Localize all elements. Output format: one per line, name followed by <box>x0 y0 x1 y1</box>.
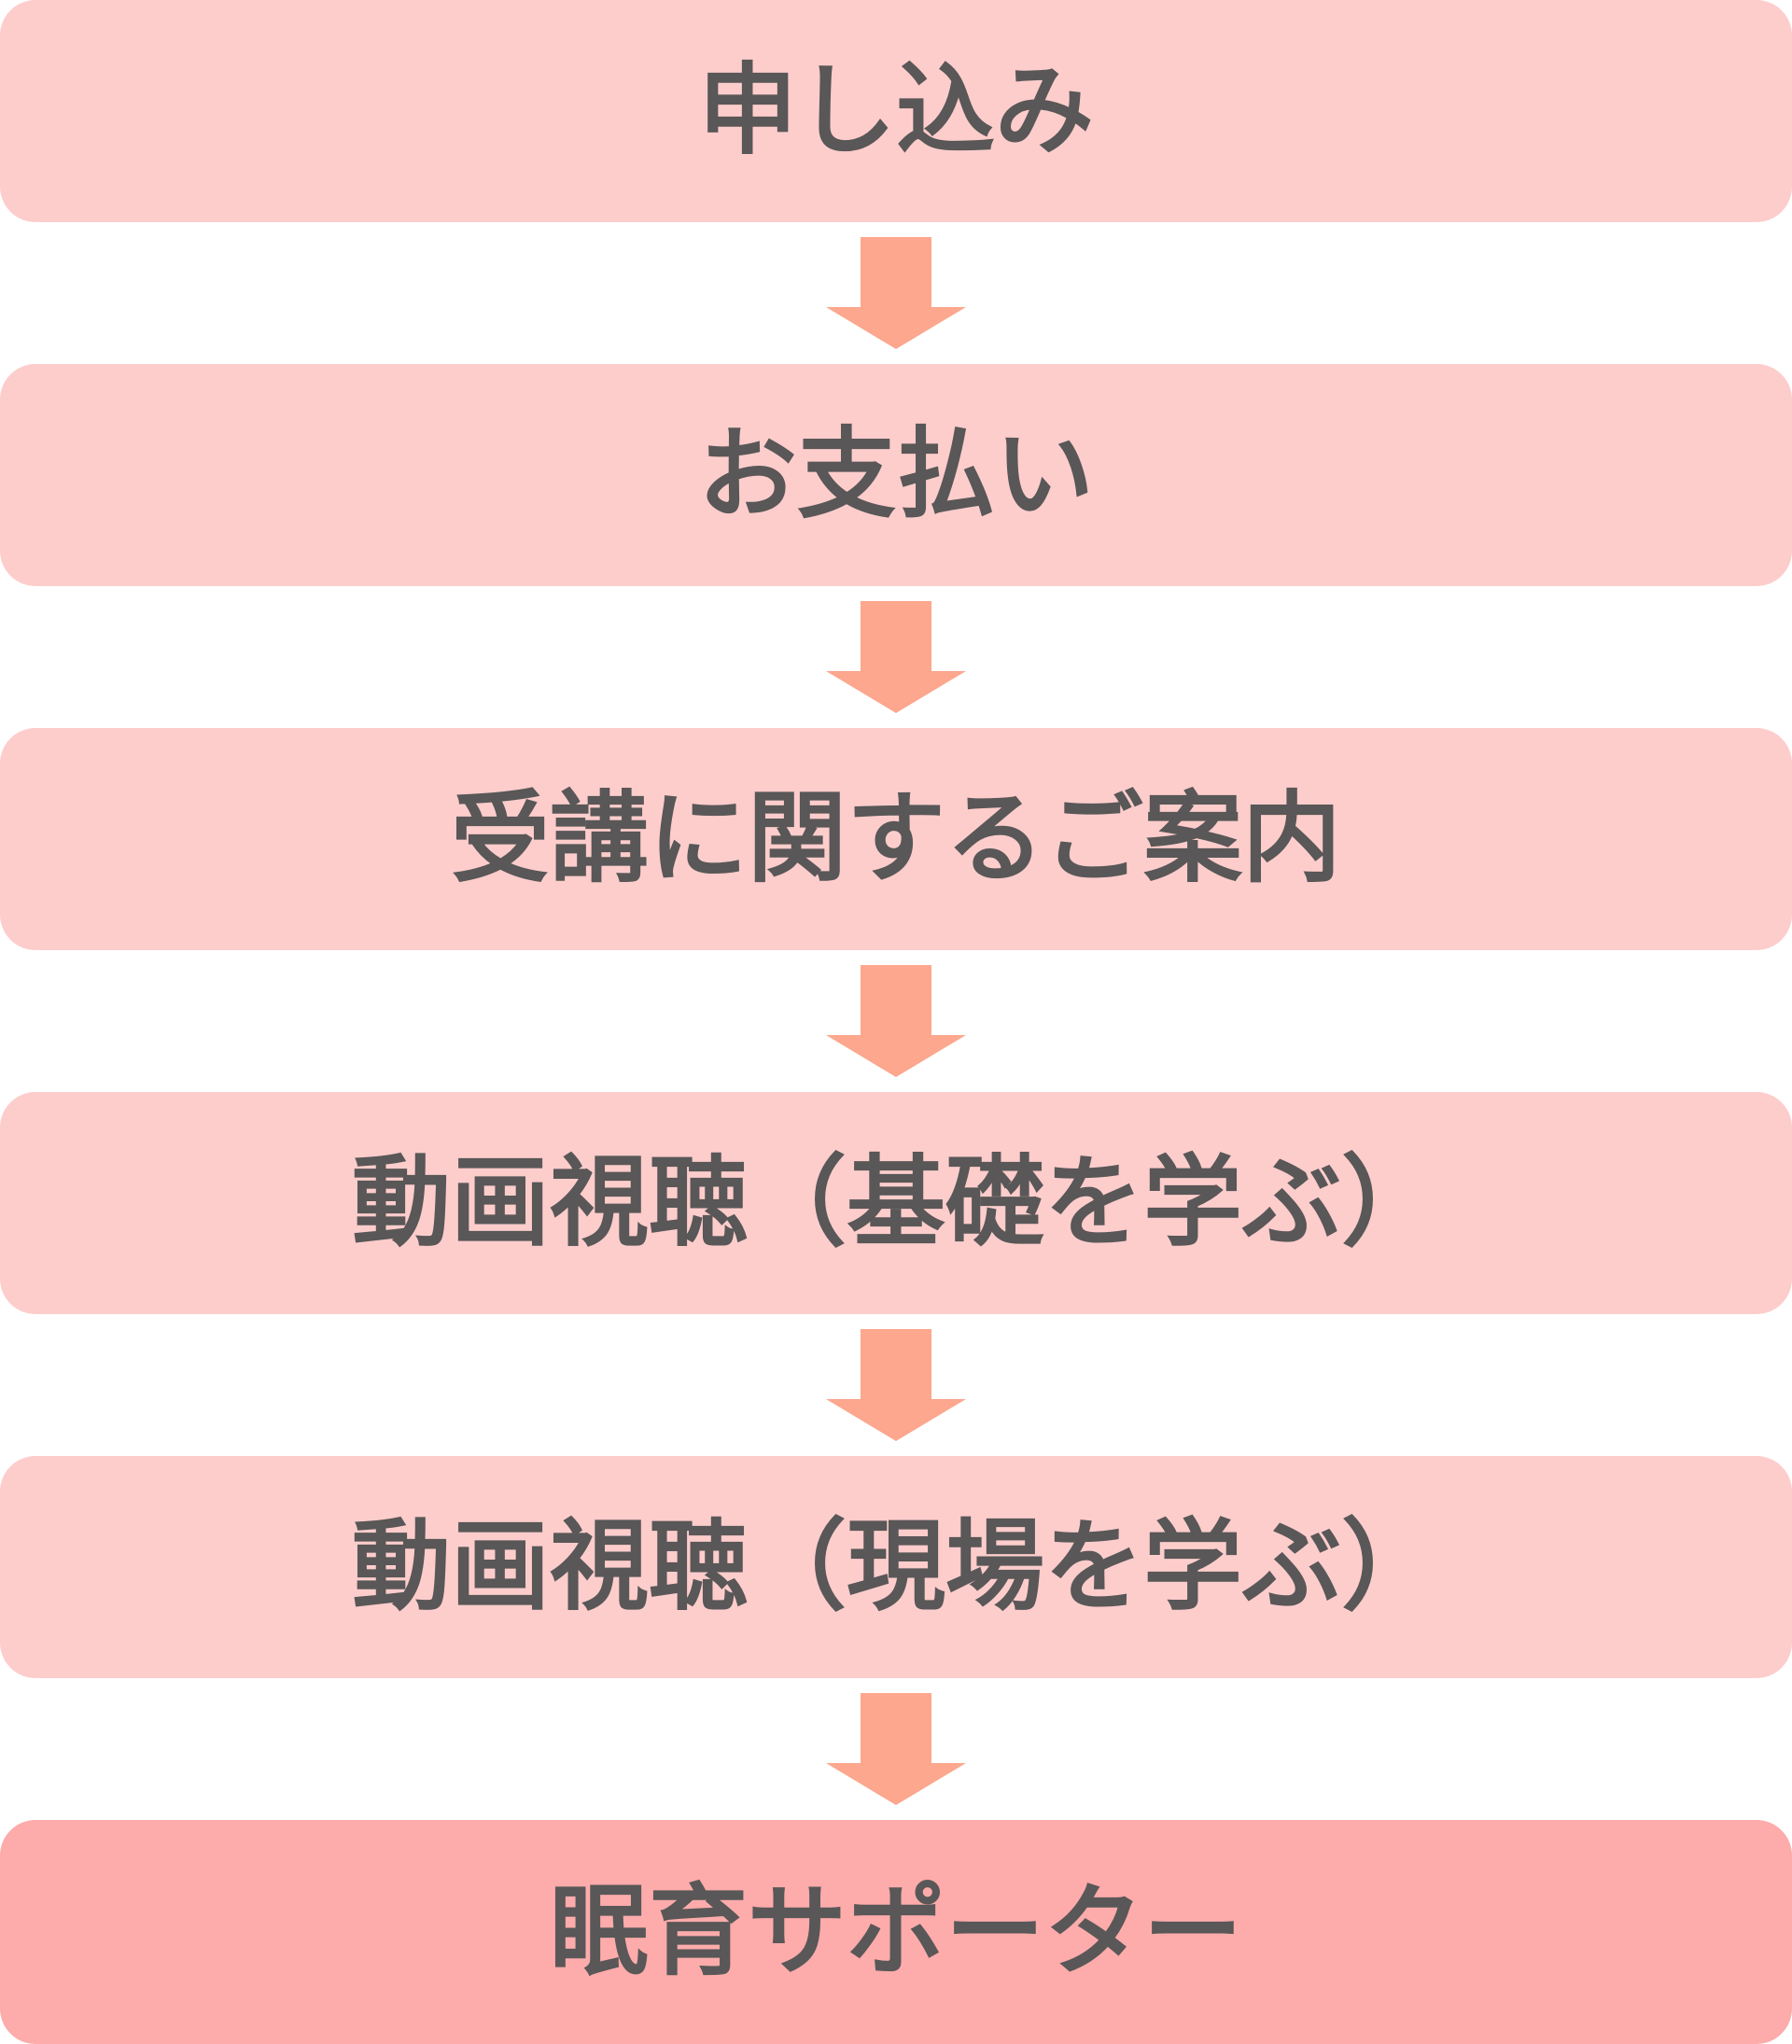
flow-arrow-gap <box>0 1314 1792 1456</box>
flow-step-sleep-education-supporter-label: 眠育サポーター <box>550 1877 1242 1987</box>
flow-step-payment: お支払い <box>0 364 1792 586</box>
flow-step-video-basics: 動画視聴（基礎を学ぶ） <box>0 1092 1792 1314</box>
flow-step-video-field: 動画視聴（現場を学ぶ） <box>0 1456 1792 1678</box>
flow-step-video-basics-label: 動画視聴（基礎を学ぶ） <box>352 1148 1440 1258</box>
flow-arrow-gap <box>0 1678 1792 1820</box>
down-arrow-icon <box>826 1693 966 1805</box>
down-arrow-icon <box>826 965 966 1077</box>
flow-step-course-guidance: 受講に関するご案内 <box>0 728 1792 950</box>
flow-step-payment-label: お支払い <box>698 420 1094 530</box>
flow-step-course-guidance-label: 受講に関するご案内 <box>451 784 1341 894</box>
down-arrow-icon <box>826 237 966 349</box>
flow-step-application-label: 申し込み <box>698 56 1094 166</box>
flow-arrow-gap <box>0 586 1792 728</box>
flow-arrow-gap <box>0 950 1792 1092</box>
down-arrow-icon <box>826 601 966 713</box>
flow-step-application: 申し込み <box>0 0 1792 222</box>
flow-arrow-gap <box>0 222 1792 364</box>
flow-step-sleep-education-supporter: 眠育サポーター <box>0 1820 1792 2044</box>
flow-step-video-field-label: 動画視聴（現場を学ぶ） <box>352 1512 1440 1622</box>
down-arrow-icon <box>826 1329 966 1441</box>
